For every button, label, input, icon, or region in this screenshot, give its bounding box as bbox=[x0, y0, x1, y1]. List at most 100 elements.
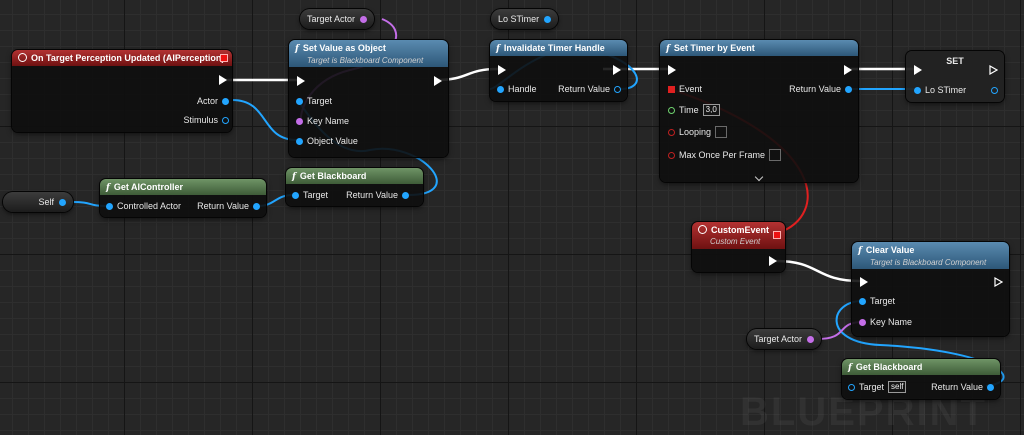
object-pin-icon[interactable] bbox=[848, 383, 855, 391]
object-pin-icon[interactable] bbox=[106, 202, 113, 210]
exec-pin-icon[interactable] bbox=[989, 65, 998, 75]
struct-pin-icon[interactable] bbox=[222, 116, 229, 124]
exec-pin-icon[interactable] bbox=[498, 65, 506, 75]
lo-stimer-variable-node[interactable]: Lo STimer bbox=[491, 9, 559, 29]
expand-chevron-icon[interactable] bbox=[754, 172, 764, 182]
set-var-exec-in[interactable] bbox=[914, 64, 922, 76]
set-value-key-name-pin[interactable]: Key Name bbox=[296, 115, 349, 127]
exec-pin-icon[interactable] bbox=[219, 75, 227, 85]
exec-pin-icon[interactable] bbox=[769, 256, 777, 266]
time-value-input[interactable]: 3,0 bbox=[702, 104, 720, 116]
exec-pin-icon[interactable] bbox=[434, 76, 442, 86]
object-pin-icon[interactable] bbox=[253, 202, 260, 210]
set-var-out-pin[interactable] bbox=[991, 84, 998, 96]
clear-value-key-name-pin[interactable]: Key Name bbox=[859, 316, 912, 328]
set-value-object-value-pin[interactable]: Object Value bbox=[296, 135, 358, 147]
get-bb2-return-pin[interactable]: Return Value bbox=[931, 381, 994, 393]
perception-stimulus-pin[interactable]: Stimulus bbox=[183, 114, 229, 126]
target-actor-variable-node-2[interactable]: Target Actor bbox=[747, 329, 822, 349]
bool-pin-icon[interactable] bbox=[668, 128, 675, 136]
invalidate-exec-out[interactable] bbox=[613, 64, 621, 76]
delegate-pin-icon[interactable] bbox=[773, 231, 781, 239]
set-timer-return-pin[interactable]: Return Value bbox=[789, 83, 852, 95]
custom-event-header[interactable]: CustomEvent Custom Event bbox=[692, 222, 785, 249]
set-timer-exec-in[interactable] bbox=[668, 64, 676, 76]
float-pin-icon[interactable] bbox=[668, 106, 675, 114]
invalidate-return-pin[interactable]: Return Value bbox=[558, 83, 621, 95]
set-timer-event-pin[interactable]: Event bbox=[668, 83, 702, 95]
set-variable-node[interactable]: SET Lo STimer bbox=[906, 51, 1004, 102]
perception-exec-out[interactable] bbox=[219, 74, 227, 86]
exec-pin-icon[interactable] bbox=[613, 65, 621, 75]
set-timer-max-once-pin[interactable]: Max Once Per Frame bbox=[668, 149, 782, 161]
set-value-exec-in[interactable] bbox=[297, 75, 305, 87]
delegate-pin-icon[interactable] bbox=[668, 85, 675, 93]
set-value-exec-out[interactable] bbox=[434, 75, 442, 87]
struct-pin-icon[interactable] bbox=[845, 85, 852, 93]
object-pin-icon[interactable] bbox=[991, 86, 998, 94]
object-pin-icon[interactable] bbox=[859, 297, 866, 305]
get-ai-return-pin[interactable]: Return Value bbox=[197, 200, 260, 212]
name-pin-icon[interactable] bbox=[859, 318, 866, 326]
exec-pin-icon[interactable] bbox=[860, 277, 868, 287]
object-pin-icon[interactable] bbox=[987, 383, 994, 391]
delegate-pin-icon[interactable] bbox=[220, 54, 228, 62]
custom-event-exec-out[interactable] bbox=[769, 255, 777, 267]
get-bb-target-pin[interactable]: Target bbox=[292, 189, 328, 201]
object-pin-icon[interactable] bbox=[296, 137, 303, 145]
get-ai-controlled-actor-pin[interactable]: Controlled Actor bbox=[106, 200, 181, 212]
perception-event-node[interactable]: On Target Perception Updated (AIPercepti… bbox=[12, 50, 232, 132]
looping-checkbox[interactable] bbox=[715, 126, 728, 138]
invalidate-exec-in[interactable] bbox=[498, 64, 506, 76]
object-pin-icon[interactable] bbox=[296, 97, 303, 105]
clear-value-target-pin[interactable]: Target bbox=[859, 295, 895, 307]
exec-pin-icon[interactable] bbox=[914, 65, 922, 75]
object-pin-icon[interactable] bbox=[914, 86, 921, 94]
struct-pin-icon[interactable] bbox=[614, 85, 621, 93]
exec-pin-icon[interactable] bbox=[297, 76, 305, 86]
name-pin-icon[interactable] bbox=[807, 335, 815, 343]
exec-pin-icon[interactable] bbox=[668, 65, 676, 75]
object-pin-icon[interactable] bbox=[544, 15, 552, 23]
set-timer-looping-pin[interactable]: Looping bbox=[668, 126, 728, 138]
name-pin-icon[interactable] bbox=[296, 117, 303, 125]
invalidate-handle-pin[interactable]: Handle bbox=[497, 83, 537, 95]
perception-event-header[interactable]: On Target Perception Updated (AIPercepti… bbox=[12, 50, 232, 66]
object-pin-icon[interactable] bbox=[292, 191, 299, 199]
bool-pin-icon[interactable] bbox=[668, 151, 675, 159]
target-actor-variable-node[interactable]: Target Actor bbox=[300, 9, 375, 29]
set-value-target-pin[interactable]: Target bbox=[296, 95, 332, 107]
perception-actor-pin[interactable]: Actor bbox=[197, 95, 229, 107]
self-node[interactable]: Self bbox=[3, 192, 73, 212]
get-bb-return-pin[interactable]: Return Value bbox=[346, 189, 409, 201]
set-var-exec-out[interactable] bbox=[989, 64, 998, 76]
object-pin-icon[interactable] bbox=[402, 191, 409, 199]
set-timer-exec-out[interactable] bbox=[844, 64, 852, 76]
name-pin-icon[interactable] bbox=[360, 15, 368, 23]
object-pin-icon[interactable] bbox=[222, 97, 229, 105]
struct-pin-icon[interactable] bbox=[497, 85, 504, 93]
target-self-input[interactable]: self bbox=[888, 381, 907, 393]
exec-pin-icon[interactable] bbox=[844, 65, 852, 75]
exec-pin-icon[interactable] bbox=[994, 277, 1003, 287]
clear-value-exec-in[interactable] bbox=[860, 276, 868, 288]
max-once-checkbox[interactable] bbox=[769, 149, 782, 161]
set-var-lo-stimer-pin[interactable]: Lo STimer bbox=[914, 84, 966, 96]
object-pin-icon[interactable] bbox=[59, 198, 66, 206]
